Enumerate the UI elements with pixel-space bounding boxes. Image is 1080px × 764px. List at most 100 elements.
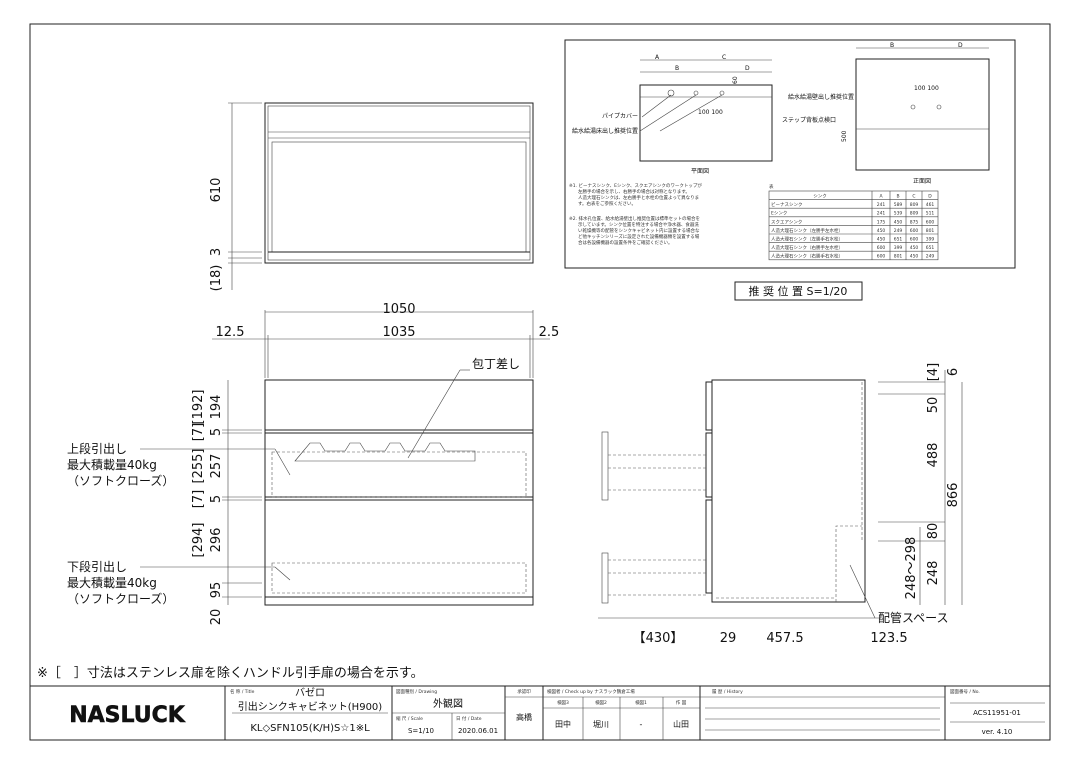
series-name: バゼロ (295, 687, 325, 699)
note-line: す。右表をご参照ください。 (578, 200, 636, 207)
table-header: C (912, 194, 915, 200)
table-header: A (879, 194, 883, 200)
footnote: ※［ ］寸法はステンレス扉を除くハンドル引手扉の場合を示す。 (37, 665, 424, 681)
check-label: 検図者 / Check up by ナスラック鶴倉工場 (547, 688, 635, 695)
front-letter-b: B (890, 42, 894, 49)
table-cell: 809 (910, 211, 919, 217)
table-cell: 511 (926, 211, 935, 217)
note-line: 左勝手の場合を示し、右勝手の場合は対称となります。 (578, 188, 690, 195)
table-cell: 450 (910, 245, 919, 251)
bracket-dim-294: [294] (191, 523, 206, 558)
date-label: 日 付 / Date (456, 715, 482, 722)
upper-drawer-label: 上段引出し (67, 441, 127, 456)
table-cell: 600 (910, 228, 919, 234)
title-block: NASLUCK 名 称 / Title バゼロ 引出シンクキャビネット(H900… (30, 685, 1050, 740)
bracket-dim-255: [255] (191, 449, 206, 484)
table-header: B (896, 194, 899, 200)
note-line: ※1. ビーナスシンク、Eシンク、スクエアシンクのワークトップが (569, 182, 702, 189)
scale-value: S=1/10 (408, 727, 434, 735)
check-col: 検図2 (595, 699, 607, 706)
table-cell: ビーナスシンク (771, 201, 803, 208)
lower-drawer-load: 最大積載量40kg (67, 575, 157, 590)
v-dim-5b: 5 (209, 495, 224, 503)
supply-wall-label: 給水給湯壁出し推奨位置 (788, 93, 854, 101)
table-header: D (928, 194, 932, 200)
table-cell: 809 (910, 202, 919, 208)
table-cell: 600 (910, 237, 919, 243)
table-cell: 461 (926, 202, 935, 208)
table-cell: 600 (877, 245, 886, 251)
table-cell: 175 (877, 219, 886, 225)
front-caption: 正面図 (913, 178, 931, 185)
bracket-dim-192: [192] (191, 390, 206, 425)
history-label: 履 歴 / History (712, 689, 743, 695)
table-cell: 651 (926, 245, 935, 251)
table-cell: 801 (894, 254, 903, 260)
upper-drawer-softclose: （ソフトクローズ） (67, 473, 174, 488)
front-dim-500: 500 (841, 130, 848, 142)
check-col: 検図1 (635, 699, 647, 706)
table-cell: 539 (894, 211, 903, 217)
scale-label: 縮 尺 / Scale (396, 715, 423, 722)
table-cell: 399 (894, 245, 903, 251)
side-dim-4: [4] (926, 363, 941, 381)
pipe-space-label: 配管スペース (878, 610, 949, 625)
plan-letter-a: A (655, 54, 660, 61)
table-cell: 人造大理石シンク（左勝手左水栓） (771, 227, 843, 234)
model-number: KL◇SFN105(K/H)S☆1※L (250, 723, 370, 734)
v-dim-5a: 5 (209, 428, 224, 436)
table-header: シンク (813, 194, 827, 200)
check-col: 検図3 (557, 699, 569, 706)
plan-letter-b: B (675, 65, 679, 72)
depth-dim: 610 (209, 178, 224, 203)
pipe-cover-label: パイプカバー (602, 113, 638, 120)
side-dim-248: 248 (926, 561, 941, 586)
gap-dim: 3 (209, 248, 224, 256)
right-offset-dim: 2.5 (539, 325, 560, 340)
v-dim-257: 257 (209, 454, 224, 479)
note-line: い乾燥機等の配管をシンクキャビネット内に設置する場合な (578, 227, 700, 234)
table-cell: 249 (926, 254, 935, 260)
front-view: 1050 1035 12.5 2.5 194 5 257 5 296 95 20… (67, 302, 559, 625)
table-cell: 人造大理石シンク（左勝手右水栓） (771, 236, 843, 243)
nasluck-logo: NASLUCK (69, 703, 186, 728)
date-value: 2020.06.01 (458, 727, 498, 735)
plan-spacing: 100 100 (698, 109, 723, 116)
table-cell: 241 (877, 202, 886, 208)
drawing-type: 外観図 (433, 697, 463, 710)
checker-name: - (640, 720, 643, 729)
v-dim-20: 20 (209, 609, 224, 626)
check-col: 作 図 (676, 699, 687, 706)
front-letter-d: D (958, 42, 963, 49)
table-cell: 人造大理石シンク（右勝手左水栓） (771, 244, 843, 251)
note-line: ※2. 排水孔位置、給水給湯壁出し推奨位置は標準セットの場合を (569, 215, 700, 222)
table-cell: 589 (894, 202, 903, 208)
supply-floor-label: 給水給湯床出し推奨位置 (572, 127, 638, 135)
side-dim-6: 6 (946, 368, 961, 376)
approver: 高橋 (516, 712, 532, 722)
table-cell: 450 (894, 219, 903, 225)
top-view: 610 3 (18) (209, 102, 534, 292)
table-cell: 600 (926, 219, 935, 225)
product-name: 引出シンクキャビネット(H900) (238, 700, 383, 713)
table-cell: 249 (894, 228, 903, 234)
table-cell: Eシンク (771, 211, 787, 217)
table-cell: 241 (877, 211, 886, 217)
side-dim-range: 248～298 (904, 537, 919, 600)
table-cell: 399 (926, 237, 935, 243)
approval-label: 承認印 (517, 688, 531, 695)
sheet-border (29, 23, 1051, 741)
version: ver. 4.10 (982, 728, 1013, 736)
base-dim: (18) (209, 265, 224, 292)
number-label: 図面番号 / No. (950, 688, 980, 695)
side-dim-866: 866 (946, 483, 961, 508)
side-dim-29: 29 (720, 631, 737, 646)
checker-name: 山田 (673, 719, 689, 729)
checker-name: 堀川 (593, 720, 609, 729)
table-cell: スクエアシンク (771, 219, 802, 225)
front-spacing: 100 100 (914, 85, 939, 92)
note-line: 合は各設備機器の設置条件をご確認ください。 (578, 239, 673, 246)
bracket-dim-7a: [7] (191, 423, 206, 441)
step-panel-label: ステップ背板点検口 (782, 116, 836, 124)
